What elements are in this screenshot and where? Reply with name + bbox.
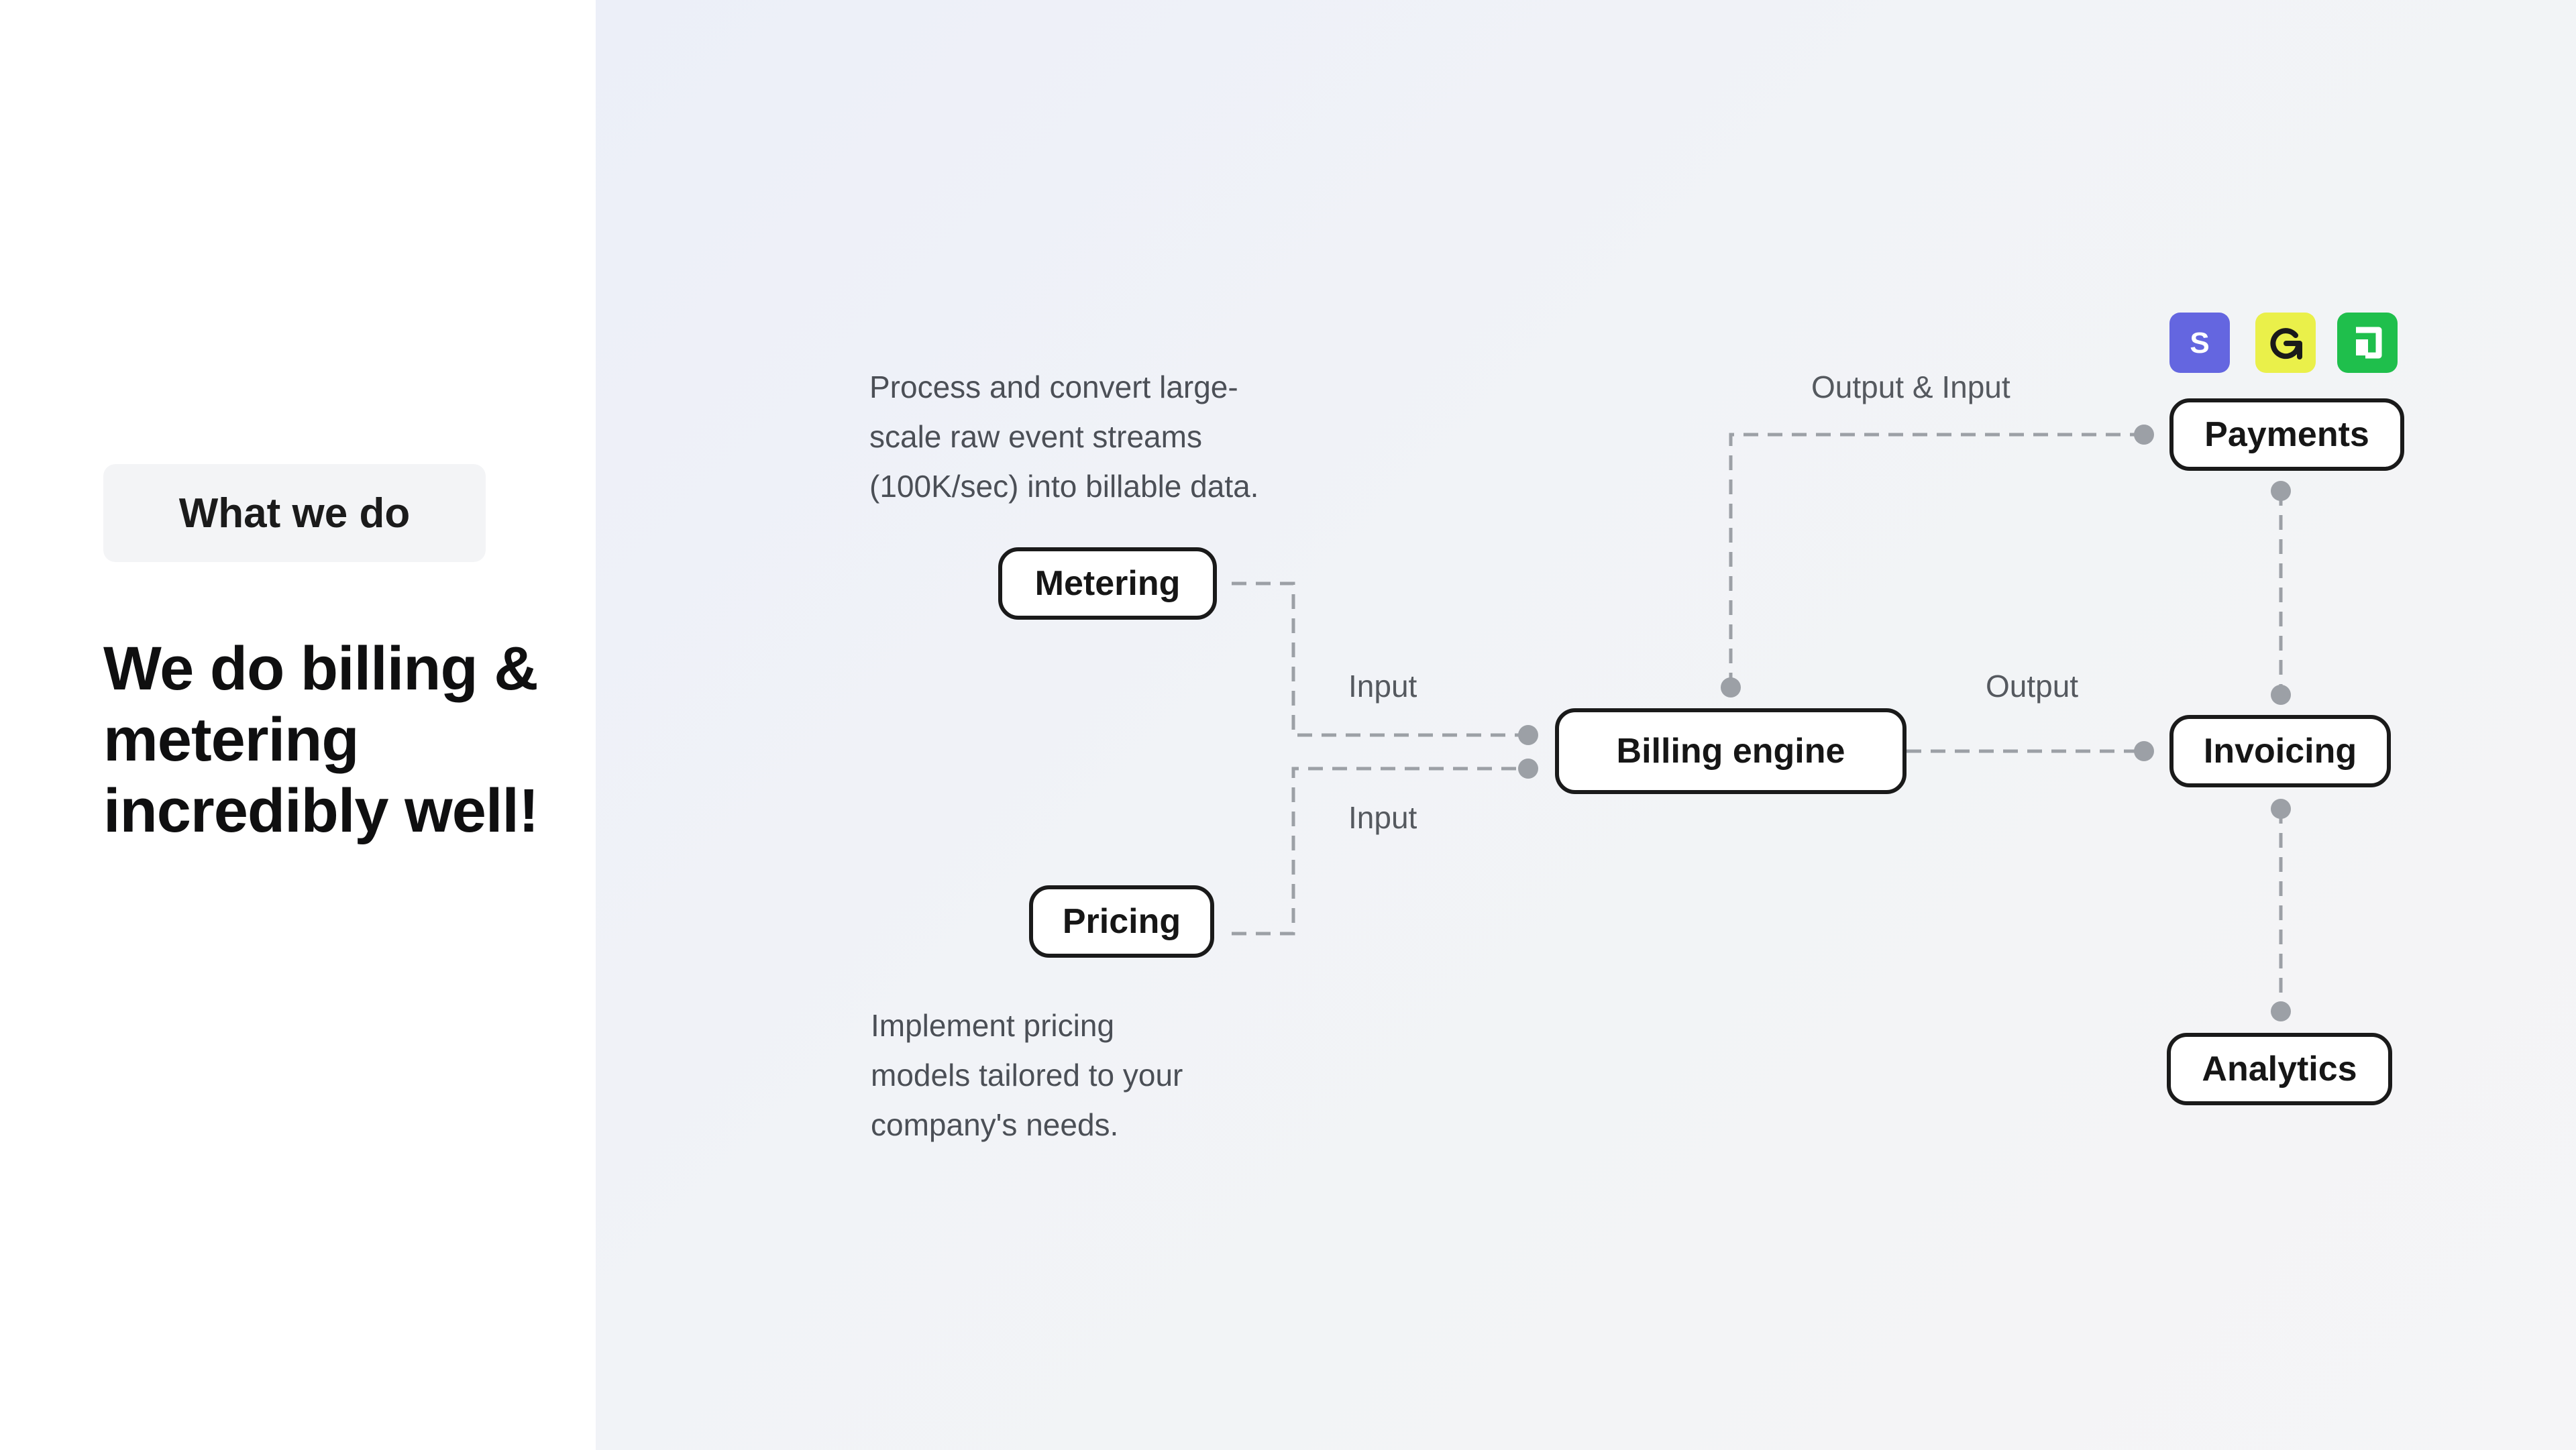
- connector-dot: [2134, 425, 2154, 445]
- connector-dot: [1518, 759, 1538, 779]
- connector-dot: [1518, 725, 1538, 745]
- node-invoicing[interactable]: Invoicing: [2169, 715, 2391, 787]
- metering-description: Process and convert large- scale raw eve…: [869, 362, 1258, 511]
- edge-label-output: Output: [1986, 669, 2079, 704]
- connector-dot: [2271, 481, 2291, 501]
- connector-billing-payments: [1729, 433, 2144, 687]
- section-badge: What we do: [103, 464, 486, 562]
- pricing-description: Implement pricing models tailored to you…: [871, 1001, 1183, 1150]
- connector-metering-billing: [1232, 581, 1528, 737]
- metering-description-line: (100K/sec) into billable data.: [869, 469, 1259, 504]
- connector-dot: [2134, 741, 2154, 761]
- green-brand-icon: [2337, 313, 2398, 373]
- node-payments[interactable]: Payments: [2169, 398, 2404, 471]
- square-bracket-icon: [2356, 327, 2382, 359]
- connector-dot: [2271, 685, 2291, 705]
- connector-pricing-billing: [1232, 767, 1528, 936]
- stripe-s-icon: S: [2190, 327, 2209, 359]
- node-billing-engine[interactable]: Billing engine: [1555, 708, 1907, 794]
- edge-label-pricing-input: Input: [1348, 800, 1417, 835]
- metering-description-line: scale raw event streams: [869, 419, 1202, 454]
- pricing-description-line: Implement pricing: [871, 1008, 1115, 1043]
- pricing-description-line: models tailored to your: [871, 1058, 1183, 1093]
- connector-dot: [1721, 677, 1741, 698]
- pricing-description-line: company's needs.: [871, 1107, 1119, 1142]
- connector-dot: [2271, 799, 2291, 819]
- node-metering[interactable]: Metering: [998, 547, 1217, 620]
- edge-label-metering-input: Input: [1348, 669, 1417, 704]
- yellow-brand-icon: [2255, 313, 2316, 373]
- stripe-logo-icon: S: [2169, 313, 2230, 373]
- left-panel: What we do We do billing & metering incr…: [0, 0, 596, 1450]
- edge-label-output-input: Output & Input: [1811, 370, 2010, 404]
- refresh-arrow-icon: [2270, 328, 2302, 359]
- node-analytics[interactable]: Analytics: [2167, 1033, 2392, 1105]
- page-title: We do billing & metering incredibly well…: [103, 634, 539, 845]
- metering-description-line: Process and convert large-: [869, 370, 1238, 404]
- svg-text:S: S: [2190, 327, 2209, 359]
- node-pricing[interactable]: Pricing: [1029, 885, 1214, 958]
- connector-dot: [2271, 1001, 2291, 1021]
